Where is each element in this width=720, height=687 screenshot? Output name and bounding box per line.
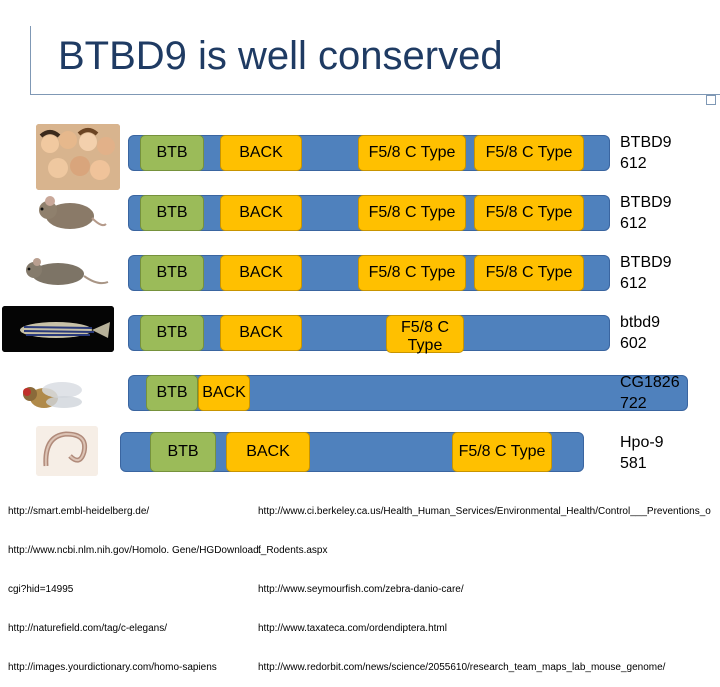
f58-c-type-domain-1: F5/8 C Type (358, 255, 466, 291)
btb-domain: BTB (146, 375, 198, 411)
protein-label-mouse: BTBD9 612 (620, 192, 672, 234)
reference-link[interactable]: http://naturefield.com/tag/c-elegans/ (8, 623, 167, 634)
f58-c-type-domain-1: F5/8 C Type (358, 135, 466, 171)
back-domain: BACK (220, 195, 302, 231)
f58-c-type-domain-2: F5/8 C Type (474, 195, 584, 231)
btb-domain: BTB (140, 195, 204, 231)
decorative-square (706, 95, 716, 105)
zebrafish-picture (2, 306, 114, 352)
btb-domain: BTB (140, 135, 204, 171)
protein-label-zebrafish: btbd9 602 (620, 312, 660, 354)
reference-link[interactable]: http://www.ci.berkeley.ca.us/Health_Huma… (258, 506, 711, 517)
btb-domain: BTB (140, 315, 204, 351)
protein-name: btbd9 (620, 314, 661, 331)
btb-domain: BTB (140, 255, 204, 291)
protein-name: BTBD9 (620, 254, 672, 271)
title-divider (30, 94, 720, 95)
references-right: http://www.ci.berkeley.ca.us/Health_Huma… (258, 479, 711, 687)
title-accent-line (30, 26, 31, 94)
reference-link[interactable]: http://www.taxateca.com/ordendiptera.htm… (258, 623, 447, 634)
rat-picture (6, 252, 110, 292)
reference-link[interactable]: f_Rodents.aspx (258, 545, 328, 556)
reference-link[interactable]: cgi?hid=14995 (8, 584, 74, 595)
protein-length: 581 (620, 455, 647, 472)
protein-name: BTBD9 (620, 134, 672, 151)
protein-length: 612 (620, 155, 647, 172)
reference-link[interactable]: http://smart.embl-heidelberg.de/ (8, 506, 150, 517)
f58-c-type-domain: F5/8 C Type (452, 432, 552, 472)
btb-domain: BTB (150, 432, 216, 472)
protein-name: CG1826 (620, 374, 680, 391)
f58-c-type-domain-2: F5/8 C Type (474, 135, 584, 171)
back-domain: BACK (226, 432, 310, 472)
protein-length: 612 (620, 215, 647, 232)
protein-bar-zebrafish (128, 315, 610, 351)
protein-length: 612 (620, 275, 647, 292)
back-domain: BACK (198, 375, 250, 411)
back-domain: BACK (220, 315, 302, 351)
protein-name: Hpo-9 (620, 434, 664, 451)
back-domain: BACK (220, 255, 302, 291)
reference-link[interactable]: http://www.redorbit.com/news/science/205… (258, 662, 666, 673)
f58-c-type-domain-1: F5/8 C Type (358, 195, 466, 231)
f58-c-type-domain-2: F5/8 C Type (474, 255, 584, 291)
c-elegans-picture (36, 426, 98, 476)
protein-label-fruit-fly: CG1826 722 (620, 372, 680, 414)
protein-length: 722 (620, 395, 647, 412)
reference-link[interactable]: http://www.seymourfish.com/zebra-danio-c… (258, 584, 464, 595)
page-title: BTBD9 is well conserved (58, 34, 503, 78)
protein-name: BTBD9 (620, 194, 672, 211)
references-left: http://smart.embl-heidelberg.de/ http://… (8, 479, 261, 687)
reference-link[interactable]: http://www.ncbi.nlm.nih.gov/Homolo. Gene… (8, 545, 262, 556)
protein-label-c-elegans: Hpo-9 581 (620, 432, 664, 474)
mouse-picture (22, 188, 108, 238)
reference-link[interactable]: http://images.yourdictionary.com/homo-sa… (8, 662, 217, 673)
human-group-photo (36, 124, 120, 190)
protein-length: 602 (620, 335, 647, 352)
f58-c-type-domain: F5/8 C Type (386, 315, 464, 354)
fruit-fly-picture (10, 368, 90, 420)
back-domain: BACK (220, 135, 302, 171)
protein-label-rat: BTBD9 612 (620, 252, 672, 294)
protein-label-human: BTBD9 612 (620, 132, 672, 174)
